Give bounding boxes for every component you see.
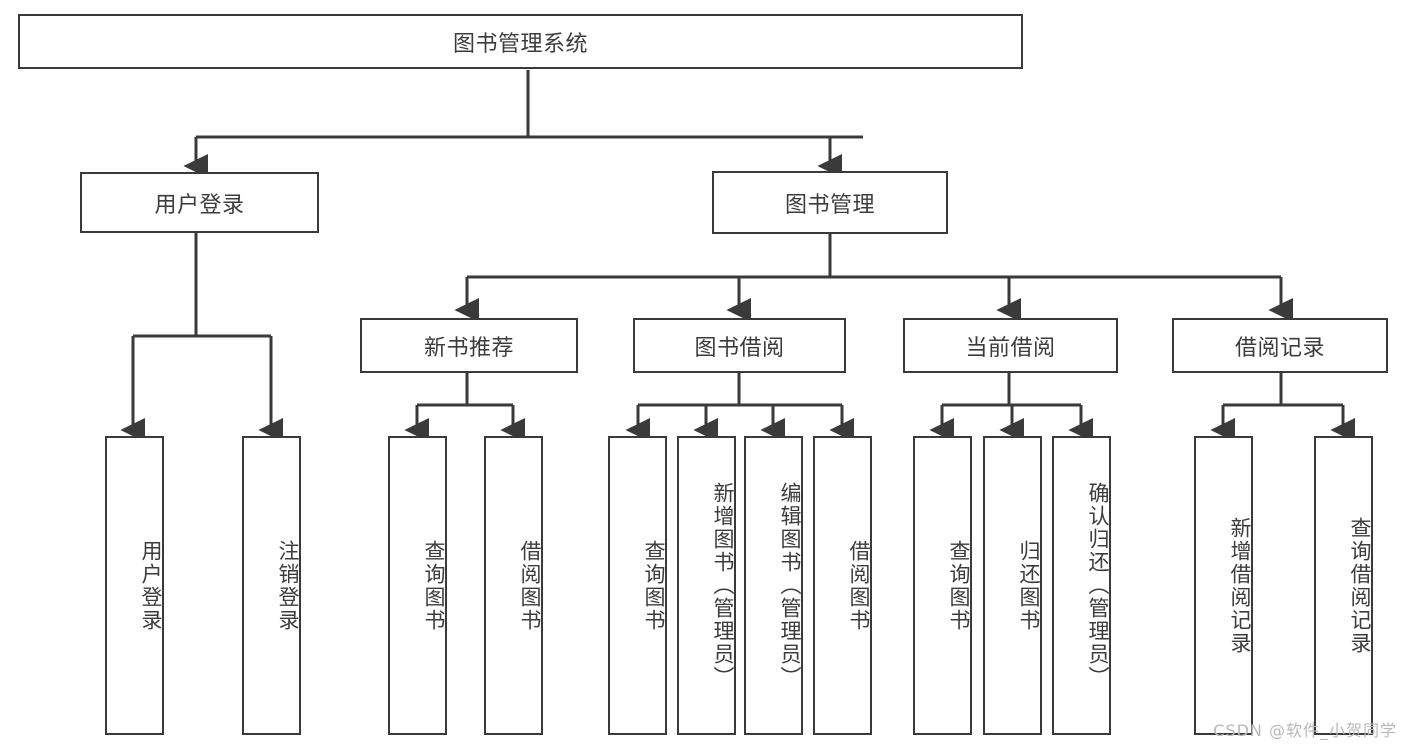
leaf-book-borrow-edit[interactable]: 编辑图书（管理员） (744, 436, 803, 735)
leaf-current-borrow-return[interactable]: 归还图书 (983, 436, 1042, 735)
node-book-borrow[interactable]: 图书借阅 (633, 318, 846, 373)
watermark-text: CSDN @软件_小贺同学 (1213, 721, 1397, 740)
leaf-label: 借阅图书 (847, 539, 871, 632)
leaf-user-login-login[interactable]: 用户登录 (105, 436, 164, 735)
node-new-book-recommend[interactable]: 新书推荐 (360, 318, 578, 373)
leaf-label: 注销登录 (276, 539, 300, 632)
leaf-label: 新增图书（管理员） (711, 482, 735, 689)
leaf-label: 归还图书 (1017, 539, 1041, 632)
leaf-book-borrow-query[interactable]: 查询图书 (608, 436, 667, 735)
leaf-label: 查询借阅记录 (1348, 516, 1372, 655)
leaf-label: 查询图书 (422, 539, 446, 632)
leaf-new-book-query[interactable]: 查询图书 (388, 436, 447, 735)
node-root[interactable]: 图书管理系统 (18, 14, 1023, 69)
node-borrow-record[interactable]: 借阅记录 (1172, 318, 1388, 373)
leaf-current-borrow-query[interactable]: 查询图书 (913, 436, 972, 735)
leaf-label: 新增借阅记录 (1228, 516, 1252, 655)
leaf-label: 确认归还（管理员） (1086, 482, 1110, 689)
node-book-manage[interactable]: 图书管理 (712, 171, 948, 234)
leaf-label: 查询图书 (642, 539, 666, 632)
node-user-login[interactable]: 用户登录 (80, 172, 319, 233)
leaf-book-borrow-add[interactable]: 新增图书（管理员） (677, 436, 736, 735)
leaf-user-login-logout[interactable]: 注销登录 (242, 436, 301, 735)
leaf-borrow-record-add[interactable]: 新增借阅记录 (1194, 436, 1253, 735)
leaf-label: 查询图书 (947, 539, 971, 632)
leaf-new-book-borrow[interactable]: 借阅图书 (484, 436, 543, 735)
leaf-book-borrow-borrow[interactable]: 借阅图书 (813, 436, 872, 735)
node-current-borrow[interactable]: 当前借阅 (903, 318, 1118, 373)
leaf-label: 借阅图书 (518, 539, 542, 632)
leaf-current-borrow-confirm[interactable]: 确认归还（管理员） (1052, 436, 1111, 735)
leaf-label: 用户登录 (139, 539, 163, 632)
leaf-label: 编辑图书（管理员） (778, 482, 802, 689)
leaf-borrow-record-query[interactable]: 查询借阅记录 (1314, 436, 1373, 735)
